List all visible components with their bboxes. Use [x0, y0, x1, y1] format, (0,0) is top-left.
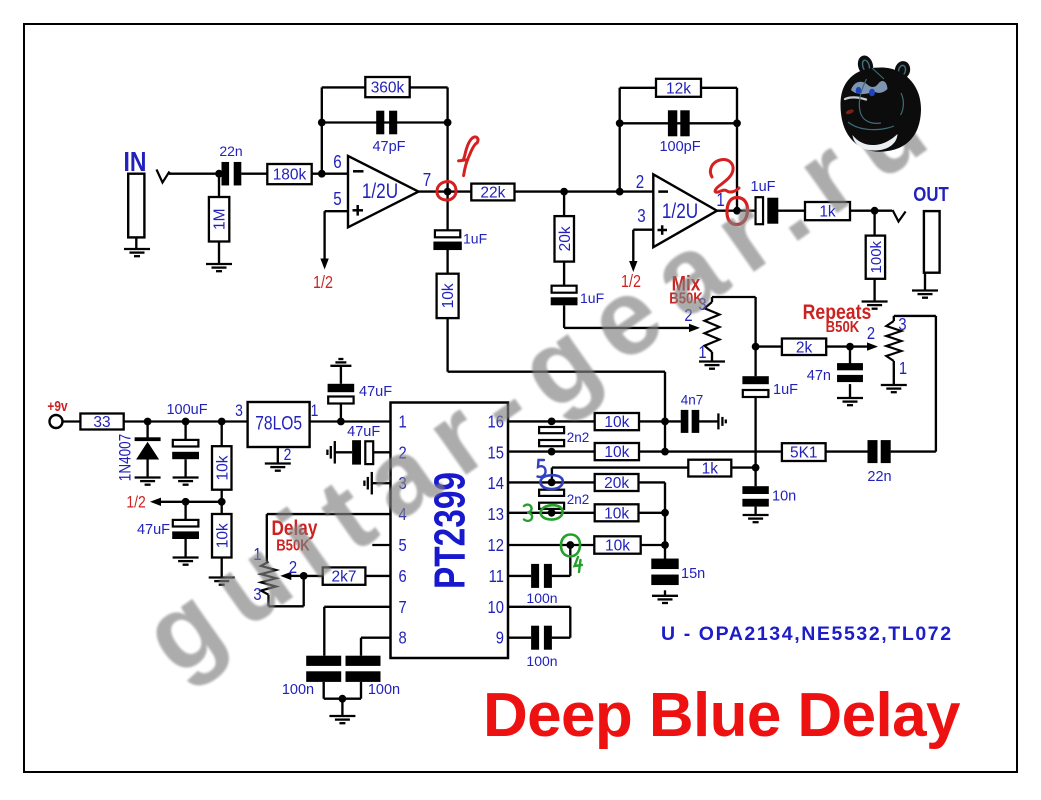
svg-text:100pF: 100pF — [659, 139, 700, 155]
svg-text:5K1: 5K1 — [790, 445, 818, 462]
svg-text:1: 1 — [899, 359, 907, 379]
svg-text:14: 14 — [488, 474, 504, 494]
svg-text:1uF: 1uF — [580, 290, 604, 306]
svg-text:OUT: OUT — [913, 182, 949, 205]
svg-text:2n2: 2n2 — [567, 492, 590, 507]
svg-text:IN: IN — [123, 147, 146, 178]
svg-text:16: 16 — [488, 412, 504, 432]
svg-text:22k: 22k — [480, 185, 505, 202]
svg-text:1M: 1M — [212, 208, 229, 230]
svg-text:47uF: 47uF — [359, 384, 392, 400]
svg-text:1uF: 1uF — [751, 179, 776, 195]
svg-text:47uF: 47uF — [347, 424, 380, 440]
svg-text:10: 10 — [488, 597, 504, 617]
svg-text:2n2: 2n2 — [567, 430, 590, 445]
svg-text:10k: 10k — [214, 523, 231, 548]
svg-text:47uF: 47uF — [137, 522, 170, 538]
svg-text:10n: 10n — [772, 489, 796, 505]
svg-text:15: 15 — [488, 443, 504, 463]
svg-text:7: 7 — [423, 170, 431, 191]
svg-text:7: 7 — [399, 597, 407, 617]
svg-text:3: 3 — [253, 585, 261, 605]
svg-text:6: 6 — [399, 567, 407, 587]
svg-text:+9v: +9v — [47, 398, 68, 414]
svg-text:Delay: Delay — [272, 518, 318, 541]
svg-text:1/2U: 1/2U — [662, 201, 698, 224]
svg-text:20k: 20k — [557, 226, 574, 251]
svg-text:47pF: 47pF — [372, 139, 405, 155]
svg-text:1k: 1k — [702, 461, 719, 478]
svg-text:5: 5 — [399, 536, 407, 556]
svg-text:100uF: 100uF — [166, 402, 207, 418]
svg-text:9: 9 — [496, 628, 504, 648]
svg-text:1: 1 — [399, 412, 407, 432]
svg-text:1/2: 1/2 — [126, 493, 145, 512]
svg-text:78LO5: 78LO5 — [255, 412, 302, 434]
svg-text:2: 2 — [399, 443, 407, 463]
svg-text:100n: 100n — [526, 653, 557, 669]
svg-text:10k: 10k — [214, 455, 231, 480]
svg-text:100n: 100n — [368, 682, 400, 698]
svg-text:1/2: 1/2 — [313, 274, 333, 293]
svg-text:1/2U: 1/2U — [362, 181, 398, 204]
svg-text:10k: 10k — [604, 444, 629, 461]
svg-text:3: 3 — [399, 474, 407, 494]
svg-text:4n7: 4n7 — [681, 393, 704, 408]
svg-text:22n: 22n — [867, 469, 891, 485]
svg-text:100k: 100k — [868, 240, 885, 273]
svg-text:1: 1 — [716, 190, 724, 211]
svg-text:1N4007: 1N4007 — [116, 434, 135, 481]
svg-text:5: 5 — [333, 189, 341, 210]
svg-text:47n: 47n — [807, 368, 831, 384]
svg-text:1: 1 — [311, 402, 319, 421]
svg-text:1uF: 1uF — [463, 231, 487, 247]
svg-text:12: 12 — [488, 536, 504, 556]
svg-text:3: 3 — [898, 315, 906, 335]
svg-text:1uF: 1uF — [773, 382, 798, 398]
svg-text:PT2399: PT2399 — [426, 472, 475, 589]
svg-text:3: 3 — [698, 295, 706, 315]
svg-text:4: 4 — [399, 505, 407, 525]
svg-text:100n: 100n — [282, 682, 314, 698]
svg-text:22n: 22n — [219, 143, 242, 159]
svg-text:Deep Blue Delay: Deep Blue Delay — [483, 681, 961, 750]
svg-text:1: 1 — [698, 343, 706, 363]
svg-text:100n: 100n — [526, 590, 557, 606]
svg-text:2k: 2k — [796, 339, 813, 356]
svg-text:Repeats: Repeats — [803, 300, 872, 324]
svg-text:20k: 20k — [604, 475, 629, 492]
svg-text:360k: 360k — [371, 80, 405, 97]
svg-text:1k: 1k — [819, 204, 836, 221]
svg-text:1/2: 1/2 — [621, 273, 641, 292]
svg-text:2: 2 — [684, 306, 692, 326]
svg-text:15n: 15n — [681, 566, 705, 582]
svg-text:2: 2 — [636, 172, 644, 193]
svg-text:12k: 12k — [666, 80, 691, 97]
svg-text:U - OPA2134,NE5532,TL072: U - OPA2134,NE5532,TL072 — [661, 623, 953, 645]
svg-text:8: 8 — [399, 628, 407, 648]
svg-text:6: 6 — [333, 152, 341, 173]
svg-text:10k: 10k — [604, 505, 629, 522]
svg-text:Mix: Mix — [672, 273, 701, 296]
svg-text:10k: 10k — [604, 414, 629, 431]
svg-text:11: 11 — [489, 567, 504, 587]
svg-text:B50K: B50K — [276, 537, 310, 554]
svg-text:3: 3 — [235, 402, 243, 421]
svg-text:2: 2 — [284, 446, 292, 465]
svg-text:2k7: 2k7 — [332, 569, 357, 586]
svg-text:3: 3 — [637, 206, 645, 227]
svg-text:33: 33 — [93, 414, 110, 431]
svg-text:13: 13 — [488, 505, 504, 525]
svg-text:10k: 10k — [605, 538, 630, 555]
svg-text:10k: 10k — [440, 283, 457, 308]
svg-text:B50K: B50K — [669, 290, 703, 307]
svg-text:1: 1 — [253, 545, 261, 565]
svg-text:2: 2 — [289, 558, 297, 578]
svg-text:B50K: B50K — [826, 319, 860, 336]
svg-text:180k: 180k — [273, 167, 307, 184]
svg-text:2: 2 — [867, 324, 875, 344]
